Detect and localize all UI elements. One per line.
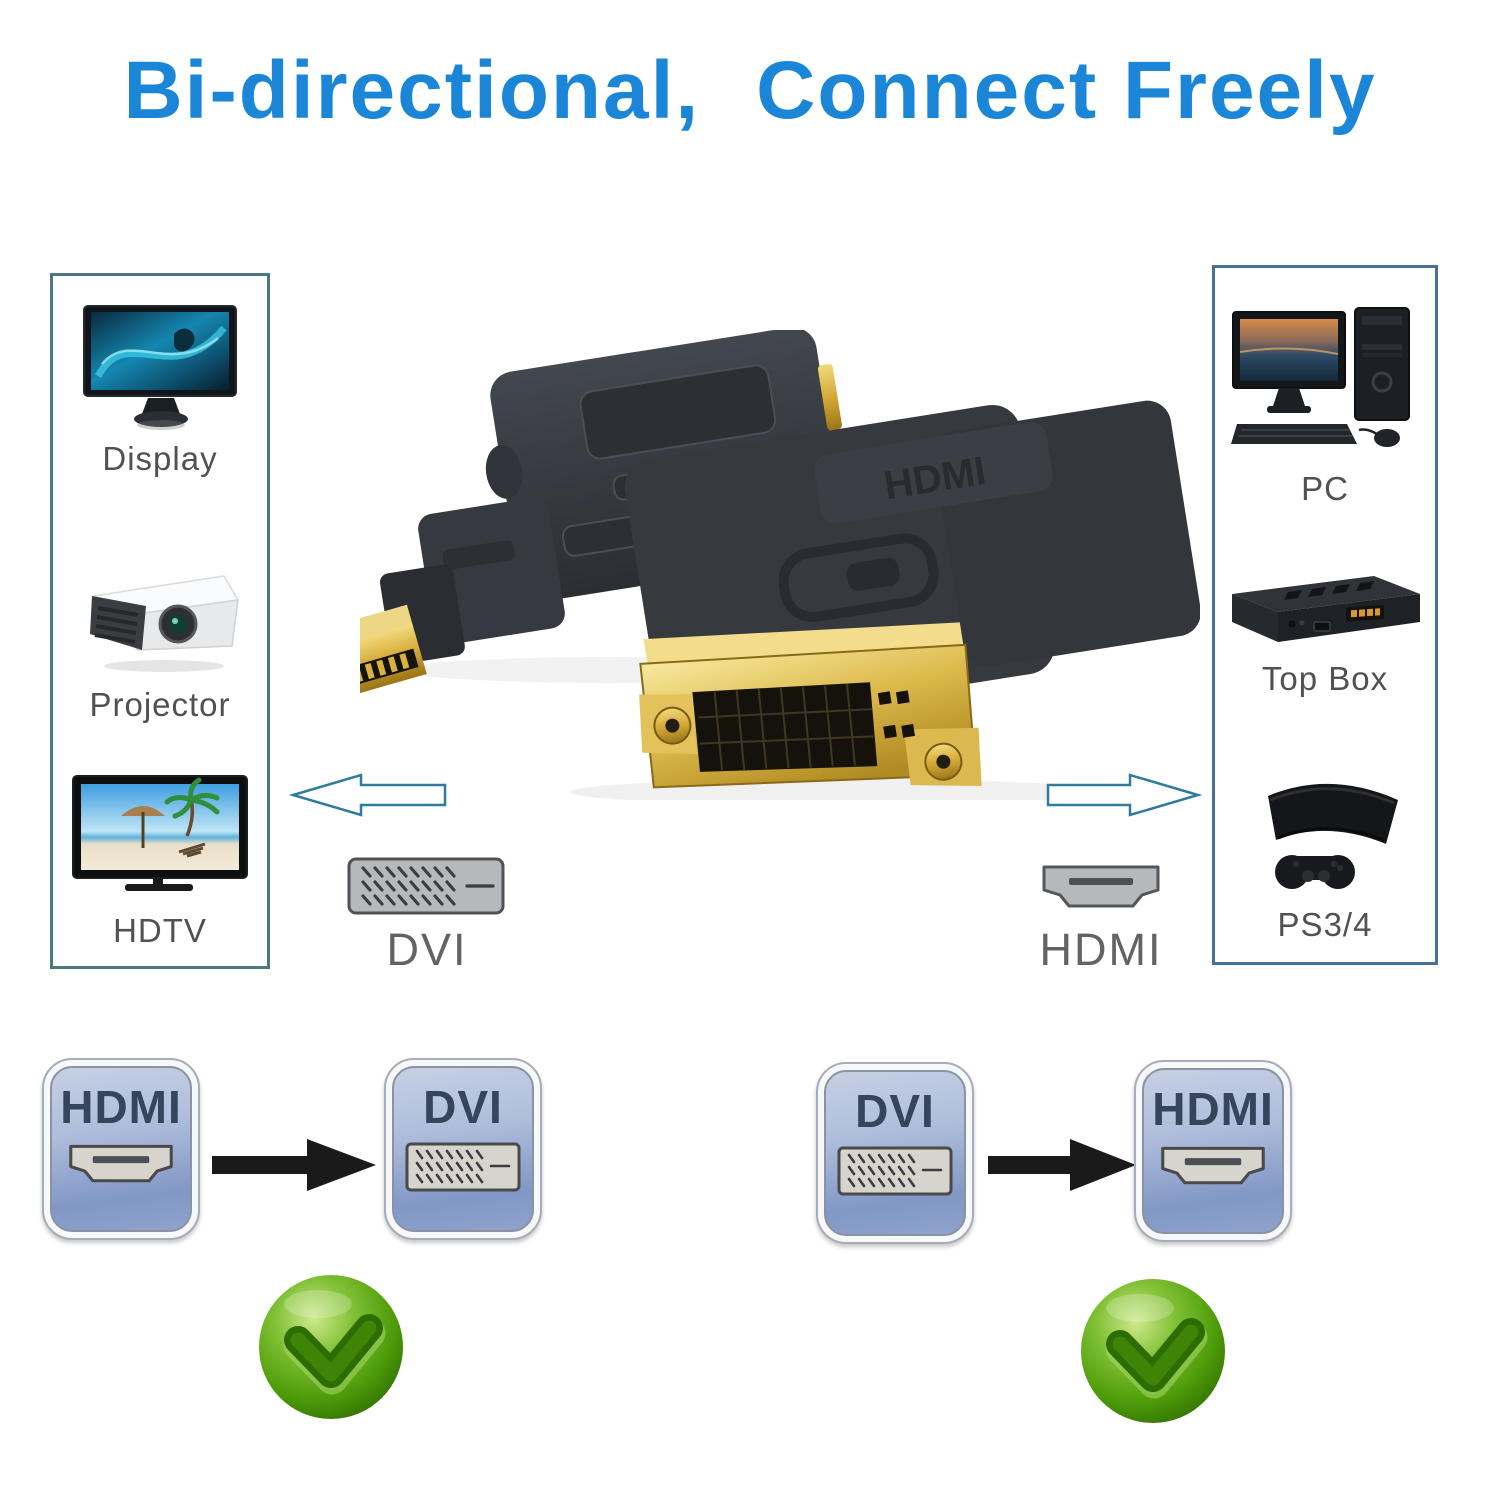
topbox-image (1232, 576, 1420, 642)
arrow-left-outline-icon (288, 773, 447, 817)
dvi-side-label: DVI (386, 924, 468, 975)
dvi-female-port (639, 622, 982, 789)
hdtv-image (72, 775, 248, 891)
hdmi-connector-icon (1042, 865, 1160, 908)
green-check-icon (1081, 1279, 1225, 1423)
hdmi-port-icon (69, 1144, 173, 1183)
badge-hdmi-source: HDMI (42, 1058, 200, 1240)
dvi-devices-panel: Display Projector (50, 273, 270, 969)
projector-label: Projector (89, 686, 231, 723)
arrow-right-outline-icon (1046, 773, 1202, 817)
pc-image (1231, 307, 1410, 447)
topbox-figure: Top Box (1215, 568, 1435, 698)
ps34-label: PS3/4 (1277, 906, 1373, 943)
hdtv-label: HDTV (113, 912, 207, 949)
badge-hdmi-target: HDMI (1134, 1060, 1292, 1242)
dvi-port-icon (405, 1142, 521, 1192)
pc-label: PC (1301, 470, 1349, 507)
ps34-image (1268, 783, 1398, 889)
dvi-connector-icon (347, 857, 505, 915)
ps34-figure: PS3/4 (1215, 756, 1435, 944)
title-part1: Bi-directional, (123, 45, 701, 136)
green-check-icon (259, 1275, 403, 1419)
badge-dvi-source: DVI (816, 1062, 974, 1244)
topbox-label: Top Box (1261, 660, 1389, 697)
page-title: Bi-directional, Connect Freely (0, 44, 1500, 138)
badge-dvi-label2: DVI (855, 1085, 935, 1137)
adapter-product-photo: HDMI (360, 330, 1200, 800)
projector-image (90, 575, 240, 672)
badge-hdmi-label2: HDMI (1152, 1083, 1274, 1135)
display-label: Display (102, 440, 218, 477)
black-arrow-right-icon (988, 1139, 1136, 1191)
display-figure: Display (53, 304, 267, 478)
black-arrow-right-icon (212, 1139, 376, 1191)
pc-figure: PC (1215, 304, 1435, 508)
badge-dvi-label: DVI (423, 1081, 503, 1133)
hdmi-devices-panel: PC Top B (1212, 265, 1438, 965)
display-image (82, 305, 237, 430)
badge-dvi-target: DVI (384, 1058, 542, 1240)
title-part2: Connect Freely (756, 45, 1377, 136)
badge-hdmi-label: HDMI (60, 1081, 182, 1133)
hdtv-figure: HDTV (53, 772, 267, 950)
projector-figure: Projector (53, 560, 267, 724)
hdmi-port-icon (1161, 1146, 1265, 1185)
hdmi-side-label: HDMI (1039, 924, 1163, 975)
adapter-front-view: HDMI (624, 400, 1200, 789)
dvi-port-icon (837, 1146, 953, 1196)
